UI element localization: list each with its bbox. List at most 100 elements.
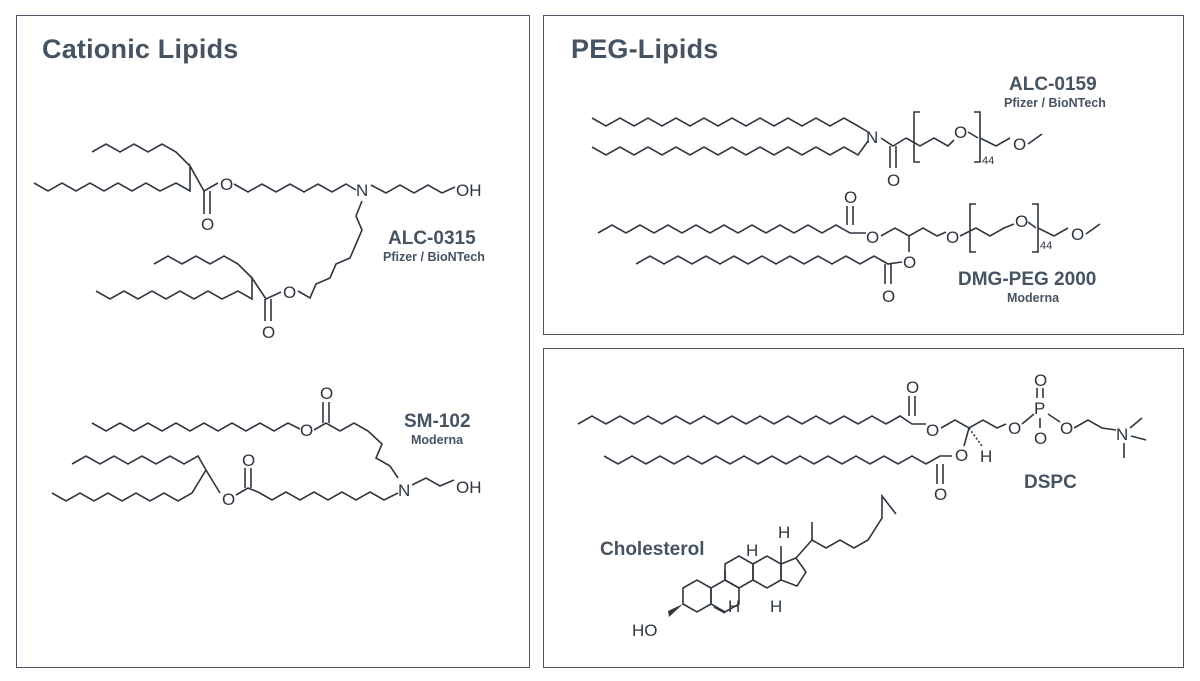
cholesterol-h-8: H [746, 541, 758, 560]
sm102-nitrogen: N [398, 481, 410, 500]
dspc-po-bond-2 [1047, 413, 1061, 423]
dmgpeg-peg-bracket-left [969, 203, 976, 253]
alc0159-tetradecyl-chain-1 [591, 117, 869, 133]
alc0315-ester-o-1: O [220, 175, 233, 194]
dspc-phosphate-o-top: O [1034, 371, 1047, 390]
alc0315-nitrogen: N [356, 181, 368, 200]
dmgpeg-structure: O O O O O 44 O O [597, 188, 1101, 306]
alc0315-octyl-chain-2 [95, 275, 282, 301]
dspc-carbonyl-o-2: O [934, 485, 947, 504]
dspc-ester-o-2: O [955, 446, 968, 465]
alc0159-peg-o: O [954, 123, 967, 142]
alc0159-carbonyl-o: O [887, 171, 900, 190]
sm102-ester-o-1: O [300, 421, 313, 440]
alc0315-hexyl-chain-1 [91, 143, 191, 167]
alc0315-hexyl-linker-1 [233, 183, 357, 193]
sm102-ester-link-2 [235, 487, 259, 496]
alc0315-carbonyl-o-2: O [262, 323, 275, 342]
cholesterol-h-14: H [770, 597, 782, 616]
sm102-heptyl-linker [257, 491, 399, 501]
cholesterol-ring-a [682, 579, 712, 613]
dmgpeg-repeat-count: 44 [1040, 240, 1052, 252]
alc0159-methoxy-link [979, 137, 1011, 147]
peg-lipids-panel [543, 15, 1184, 335]
cholesterol-oh-wedge [668, 604, 683, 617]
cholesterol-h-9: H [728, 597, 740, 616]
alc0159-peg-unit [905, 137, 955, 147]
cholesterol-h-17: H [778, 523, 790, 542]
cholesterol-name: Cholesterol [600, 539, 705, 560]
dspc-phosphate-o-bottom: O [1034, 429, 1047, 448]
alc0159-methyl [1027, 133, 1043, 145]
sm102-hydroxyl: OH [456, 478, 482, 497]
dspc-glycerol [940, 419, 1007, 429]
dspc-structure: O O H O O P O O O N O [577, 371, 1147, 504]
dmgpeg-methyl [1085, 223, 1101, 235]
cholesterol-double-bond [713, 606, 726, 614]
dmgpeg-peg-o: O [1015, 212, 1028, 231]
alc0159-repeat-count: 44 [982, 155, 994, 167]
alc0159-peg-unit-tail [967, 131, 979, 139]
dspc-stearoyl-chain-2 [603, 455, 952, 465]
alc0159-methoxy-o: O [1013, 135, 1026, 154]
sm102-octyl-upper [71, 454, 221, 494]
sm102-undecyl-chain [91, 422, 301, 432]
dmgpeg-myristoyl-chain-2 [635, 255, 903, 265]
alc0159-amide [880, 137, 907, 147]
alc0315-butanol-chain [370, 184, 456, 194]
cholesterol-hydroxyl: HO [632, 621, 658, 640]
alc0315-hexyl-linker-2 [297, 200, 363, 300]
alc0159-name: ALC-0159 [1009, 74, 1097, 95]
cholesterol-ring-e [780, 557, 807, 587]
dspc-nme-2 [1130, 435, 1147, 441]
alc0159-structure: N O O 44 O [591, 111, 1043, 190]
cholesterol-side-chain [795, 493, 897, 559]
alc0159-nitrogen: N [866, 128, 878, 147]
dspc-phosphate-o-1: O [1008, 419, 1021, 438]
dspc-nme-1 [1129, 417, 1143, 429]
alc0315-source: Pfizer / BioNTech [383, 250, 485, 264]
dmgpeg-ester-o-2: O [903, 253, 916, 272]
sm102-source: Moderna [411, 433, 464, 447]
alc0315-hydroxyl: OH [456, 181, 482, 200]
alc0315-hexyl-chain-2 [153, 255, 253, 279]
sm102-ethanol-chain [411, 477, 455, 487]
sm102-structure: O O N OH O O [51, 384, 482, 509]
dspc-nitrogen: N [1116, 425, 1128, 444]
alc0315-carbonyl-o-1: O [201, 215, 214, 234]
dmgpeg-myristoyl-chain-1 [597, 224, 866, 234]
dmgpeg-glycerol [880, 227, 947, 237]
alc0159-peg-bracket-left [913, 111, 920, 163]
dspc-carbonyl-o-1: O [906, 378, 919, 397]
helper-lipids-panel [543, 348, 1184, 668]
cholesterol-ring-d [752, 555, 782, 589]
dmgpeg-methoxy-link [1037, 227, 1069, 237]
dspc-name: DSPC [1024, 472, 1077, 493]
sm102-carbonyl-o-2: O [242, 451, 255, 470]
dmgpeg-methoxy-o: O [1071, 225, 1084, 244]
cholesterol-ring-c [724, 555, 754, 589]
peg-lipids-title: PEG-Lipids [571, 34, 719, 64]
alc0159-tetradecyl-chain-2 [591, 140, 869, 157]
sm102-carbonyl-o-1: O [320, 384, 333, 403]
dspc-phosphorus: P [1034, 399, 1045, 418]
dmgpeg-peg-unit-tail [1027, 221, 1037, 229]
dspc-po-bond-1 [1021, 413, 1035, 425]
sm102-name: SM-102 [404, 411, 471, 432]
dmgpeg-carbonyl-o-2: O [882, 287, 895, 306]
dspc-choline [1073, 419, 1117, 431]
sm102-ester-link-1 [313, 422, 341, 432]
dspc-ester-o-1: O [926, 421, 939, 440]
alc0159-source: Pfizer / BioNTech [1004, 96, 1106, 110]
dspc-phosphate-o-2: O [1060, 419, 1073, 438]
dmg-peg-2000-source: Moderna [1007, 291, 1060, 305]
cationic-lipids-panel [16, 15, 530, 668]
alc0315-structure: O O N OH O O [33, 143, 482, 342]
cholesterol-structure: H H H H HO [632, 493, 897, 640]
alc0315-octyl-chain-1 [33, 162, 219, 193]
sm102-octyl-lower [51, 469, 207, 502]
dmgpeg-carbonyl-o-1: O [844, 188, 857, 207]
alc0315-name: ALC-0315 [388, 228, 476, 249]
sm102-hexyl-linker [339, 422, 399, 479]
